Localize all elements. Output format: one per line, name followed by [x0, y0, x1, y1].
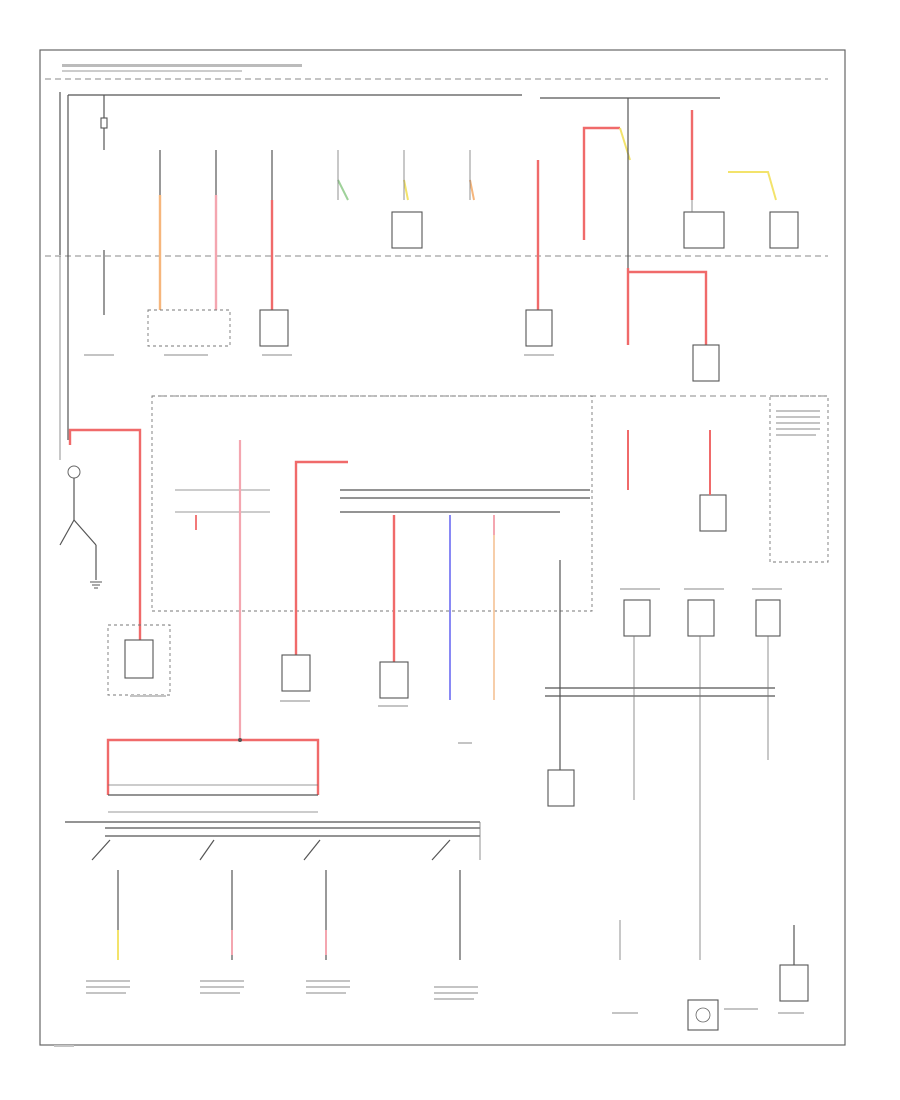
header-text	[62, 64, 302, 67]
connector-icon	[281, 654, 311, 692]
switch-icon	[431, 839, 461, 960]
connector-icon	[547, 769, 575, 807]
relay-icon	[683, 211, 725, 249]
connector-icon	[755, 599, 781, 637]
connector-icon	[687, 599, 715, 637]
connector-icon	[147, 309, 231, 347]
fuse-icon	[100, 95, 108, 150]
blower-motor-icon	[687, 999, 719, 1031]
relay-icon	[391, 211, 423, 249]
wire-yellow	[728, 171, 777, 201]
relay-box	[769, 395, 829, 563]
connector-icon	[259, 309, 289, 347]
switch-icon	[303, 839, 327, 960]
underhood-fuse-box	[151, 395, 593, 612]
wire-red	[582, 126, 620, 240]
wire-red	[68, 428, 142, 640]
ground-icon	[90, 581, 102, 589]
switch-icon	[199, 839, 233, 960]
wire-yellow	[403, 179, 409, 201]
starter-icon	[124, 639, 154, 679]
battery	[59, 465, 97, 580]
switch-icon	[91, 839, 119, 960]
wire-red	[106, 738, 320, 795]
caption-bars	[54, 354, 820, 1047]
connector-icon	[699, 494, 727, 532]
relay-icon	[692, 344, 720, 382]
wire-green	[337, 179, 349, 201]
connector-icon	[779, 964, 809, 1002]
wire-red	[294, 460, 348, 660]
relay-icon	[769, 211, 799, 249]
header-text	[62, 70, 242, 72]
connector-icon	[623, 599, 651, 637]
wire-red	[628, 270, 708, 345]
connector-icon	[379, 661, 409, 699]
splice-node	[238, 738, 242, 742]
diagram-frame	[39, 49, 846, 1046]
wire-orange	[469, 179, 475, 201]
connector-icon	[525, 309, 553, 347]
